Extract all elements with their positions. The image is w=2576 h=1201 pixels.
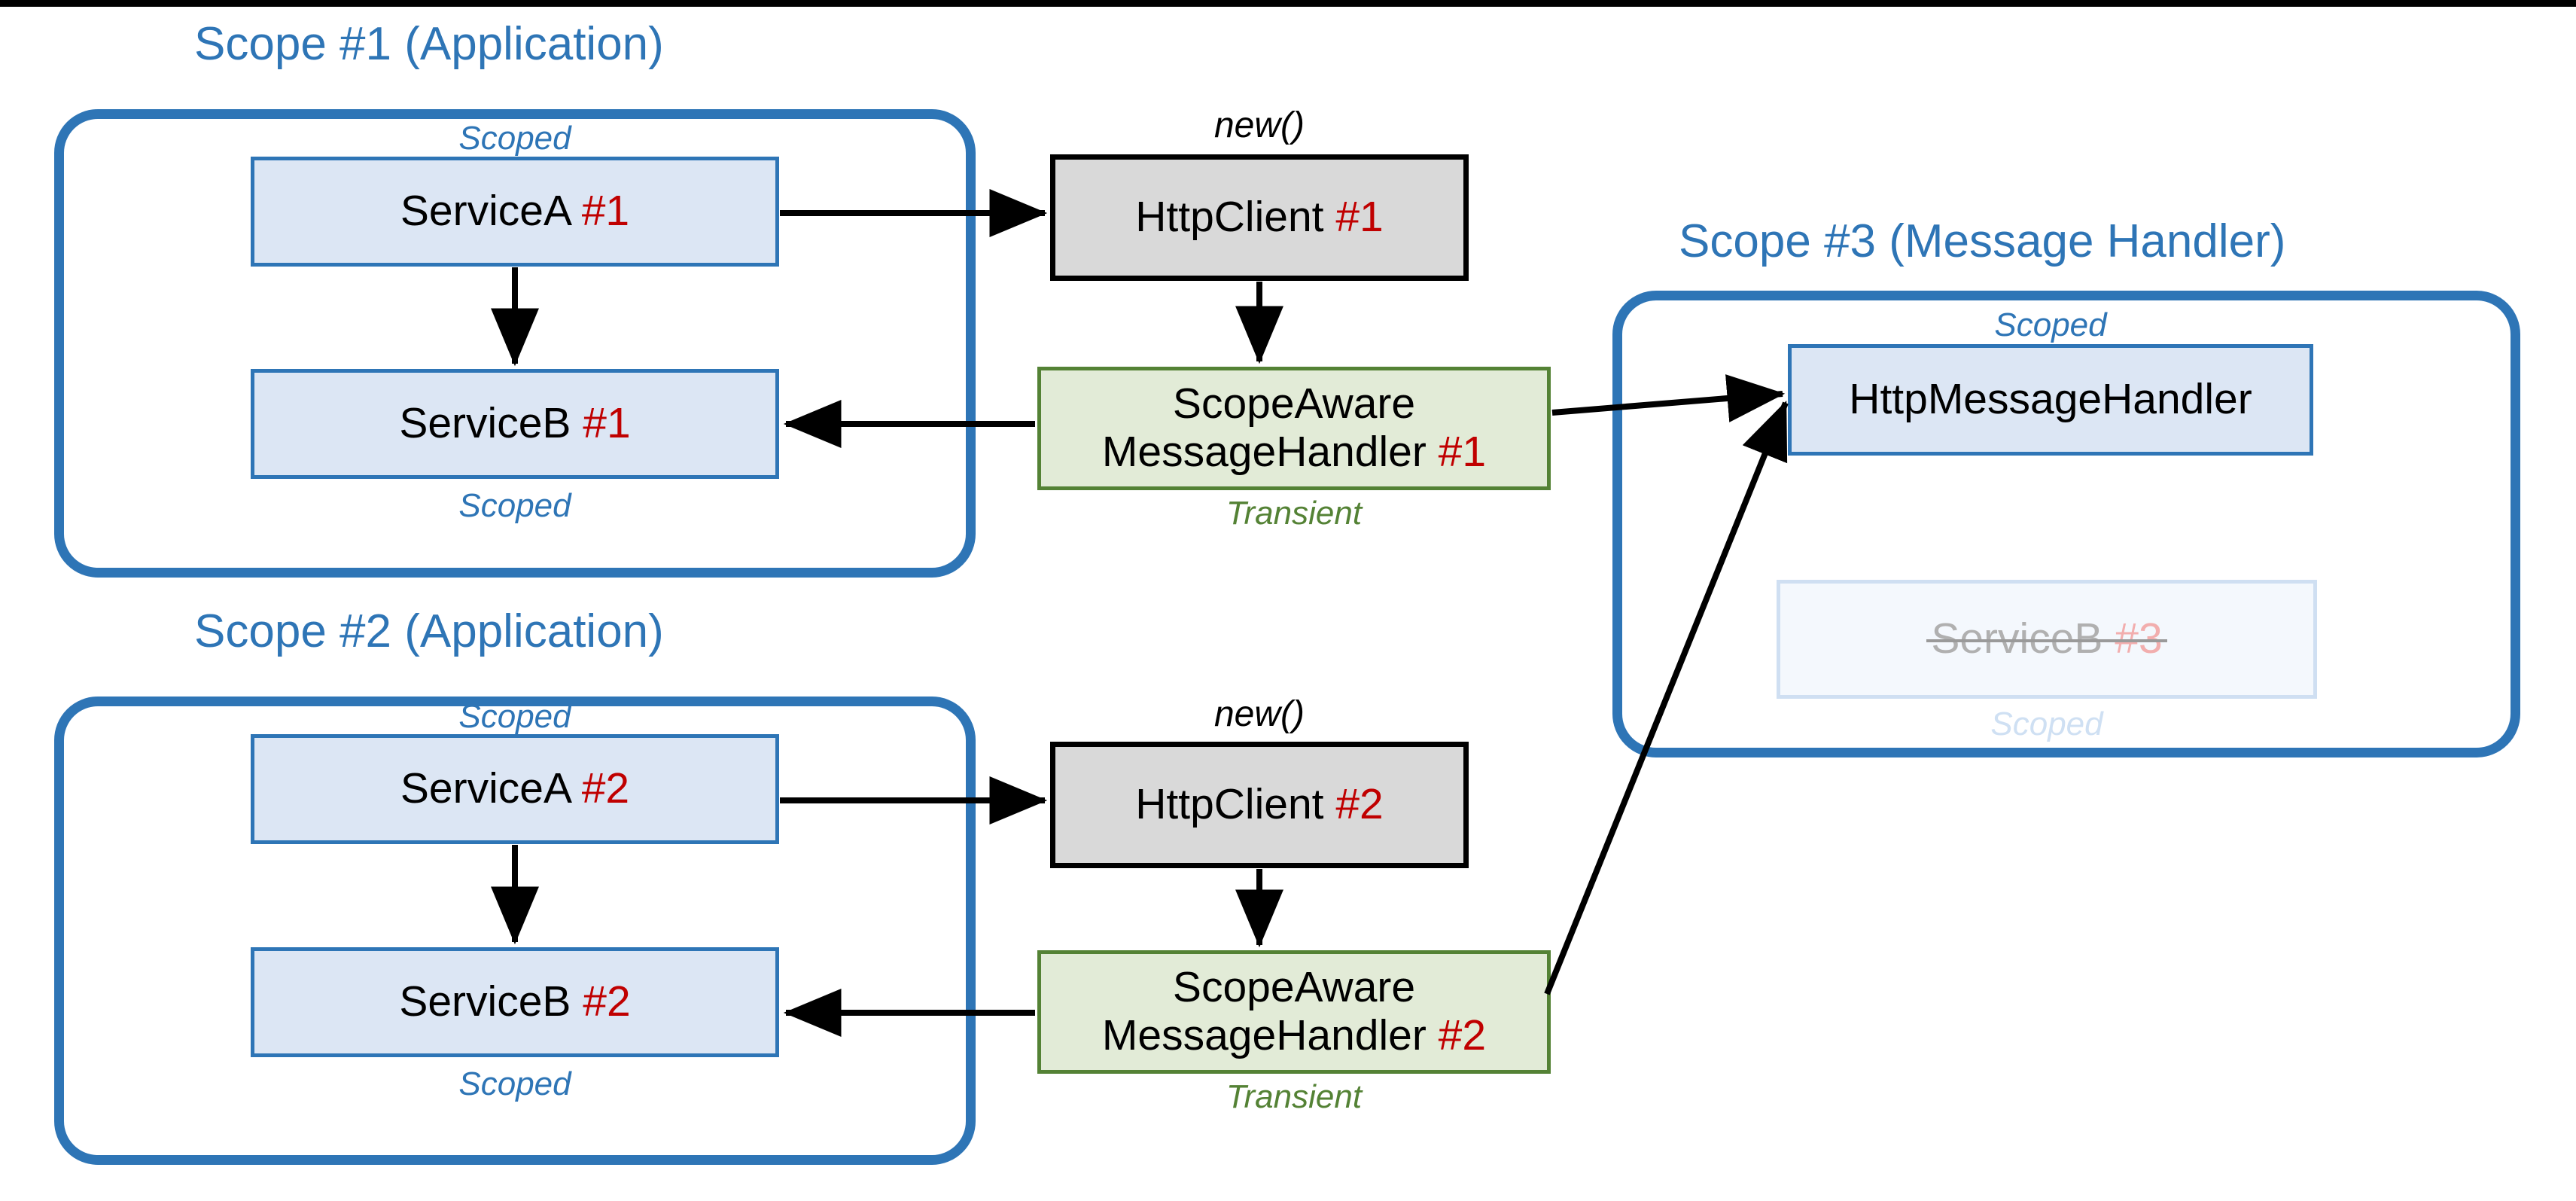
- node-http-client-2[interactable]: HttpClient #2: [1050, 742, 1469, 868]
- service-b-2-lifetime-label: Scoped: [458, 1065, 571, 1102]
- node-service-a-1[interactable]: ServiceA #1: [251, 157, 779, 267]
- node-service-a-2-index: #2: [581, 764, 630, 813]
- node-service-a-1-index: #1: [581, 187, 630, 236]
- service-a-2-lifetime-label: Scoped: [458, 698, 571, 735]
- scope-2-container: [54, 697, 976, 1165]
- node-service-b-3[interactable]: ServiceB #3: [1777, 580, 2317, 699]
- node-scope-aware-message-handler-2[interactable]: ScopeAware MessageHandler #2: [1037, 950, 1551, 1074]
- node-handler-2-line2: MessageHandler: [1101, 1011, 1439, 1059]
- node-service-a-1-name: ServiceA: [400, 187, 582, 236]
- node-http-client-2-name: HttpClient: [1135, 780, 1336, 829]
- scope-1-container: [54, 109, 976, 578]
- node-http-message-handler[interactable]: HttpMessageHandler: [1788, 344, 2313, 456]
- scope-2-title: Scope #2 (Application): [194, 605, 664, 657]
- http-client-2-new-label: new(): [1213, 694, 1305, 734]
- node-service-b-3-name: ServiceB: [1931, 614, 2115, 663]
- node-http-client-2-index: #2: [1335, 780, 1384, 829]
- service-b-3-lifetime-label: Scoped: [1990, 706, 2103, 742]
- node-http-message-handler-name: HttpMessageHandler: [1849, 375, 2252, 424]
- node-scope-aware-message-handler-1[interactable]: ScopeAware MessageHandler #1: [1037, 367, 1551, 490]
- node-handler-2-line1: ScopeAware: [1172, 963, 1416, 1012]
- node-service-b-2-name: ServiceB: [399, 977, 583, 1026]
- node-service-b-1[interactable]: ServiceB #1: [251, 369, 779, 479]
- handler-1-lifetime-label: Transient: [1226, 495, 1363, 532]
- node-service-b-2[interactable]: ServiceB #2: [251, 947, 779, 1057]
- node-service-b-1-name: ServiceB: [399, 399, 583, 448]
- node-handler-1-line2: MessageHandler: [1101, 428, 1439, 476]
- scope-1-title: Scope #1 (Application): [194, 18, 664, 70]
- node-handler-2-index: #2: [1438, 1011, 1487, 1059]
- node-service-b-2-index: #2: [583, 977, 631, 1026]
- handler-2-lifetime-label: Transient: [1226, 1078, 1363, 1115]
- scope-3-title: Scope #3 (Message Handler): [1679, 215, 2286, 267]
- service-a-1-lifetime-label: Scoped: [458, 120, 571, 157]
- node-service-a-2[interactable]: ServiceA #2: [251, 734, 779, 844]
- node-http-client-1-name: HttpClient: [1135, 193, 1336, 242]
- node-service-b-1-index: #1: [583, 399, 631, 448]
- http-client-1-new-label: new(): [1213, 105, 1305, 145]
- top-black-band: [0, 0, 2576, 7]
- http-message-handler-lifetime-label: Scoped: [1994, 306, 2107, 343]
- node-service-a-2-name: ServiceA: [400, 764, 582, 813]
- node-http-client-1-index: #1: [1335, 193, 1384, 242]
- node-handler-1-index: #1: [1438, 428, 1487, 476]
- service-b-1-lifetime-label: Scoped: [458, 487, 571, 524]
- node-service-b-3-index: #3: [2115, 614, 2163, 663]
- node-handler-1-line1: ScopeAware: [1172, 380, 1416, 428]
- node-http-client-1[interactable]: HttpClient #1: [1050, 154, 1469, 281]
